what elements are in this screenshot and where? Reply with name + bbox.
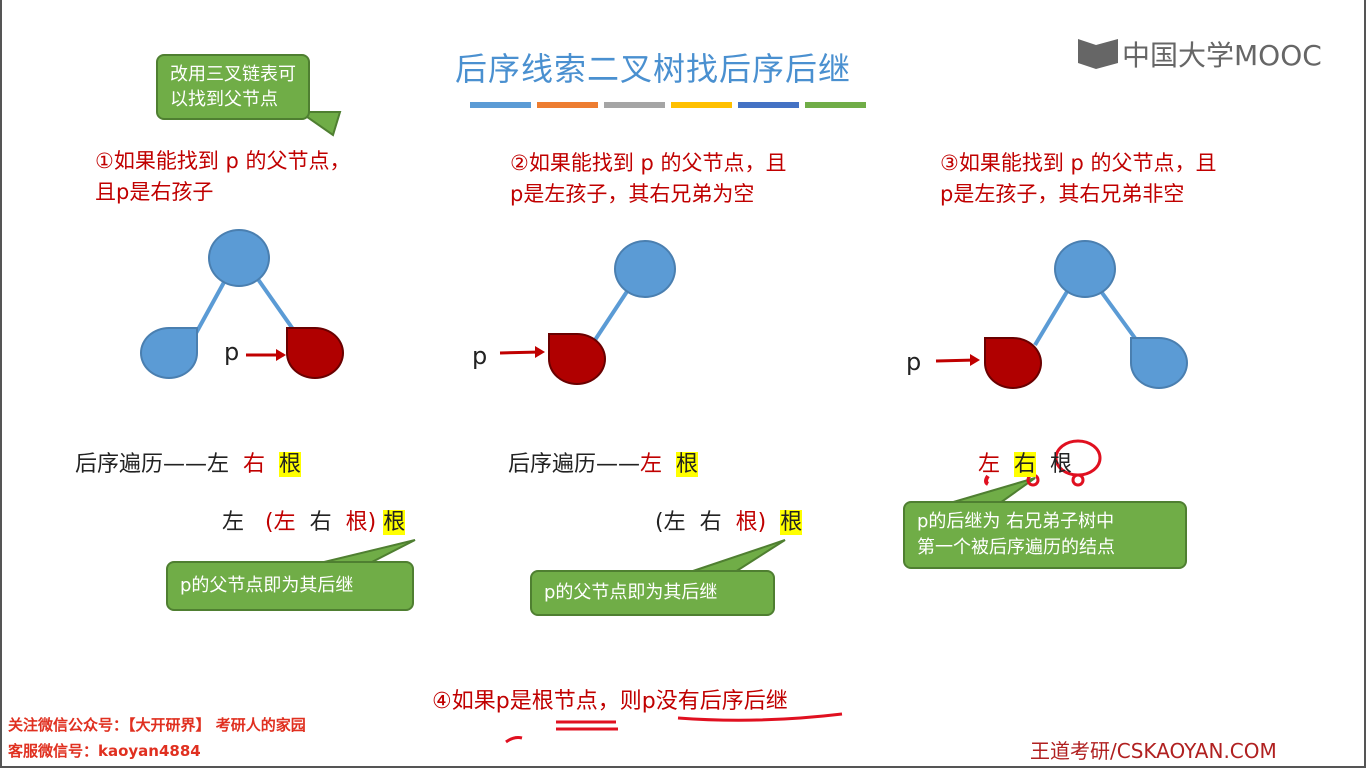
trav-root: 根	[1050, 452, 1073, 477]
exp-root2: 根	[780, 510, 803, 535]
case1-line2: 且p是右孩子	[95, 180, 214, 204]
case2-expansion: (左 右 根) 根	[655, 504, 803, 536]
case2-line2: p是左孩子，其右兄弟为空	[510, 182, 755, 206]
watermark-line2: 客服微信号：kaoyan4884	[8, 742, 201, 760]
case4-statement: ④如果p是根节点，则p没有后序后继	[432, 683, 788, 715]
top-callout: 改用三叉链表可 以找到父节点	[156, 54, 310, 120]
trav-left: 左	[978, 452, 1001, 477]
bar-darkblue	[738, 102, 799, 108]
tree1-p-label: p	[224, 338, 240, 366]
exp-right: 右	[699, 510, 722, 535]
case1-traversal: 后序遍历——左 右 根	[75, 446, 302, 478]
case2-line1: ②如果能找到 p 的父节点，且	[510, 151, 787, 175]
logo-text: 中国大学MOOC	[1122, 39, 1322, 72]
tree3-right-sibling-node	[1130, 337, 1188, 389]
bar-orange	[537, 102, 598, 108]
trav-right: 右	[243, 452, 266, 477]
c4-prefix: ④如果	[432, 689, 496, 714]
case3-callout: p的后继为 右兄弟子树中 第一个被后序遍历的结点	[903, 501, 1187, 569]
site-footer: 王道考研/CSKAOYAN.COM	[1030, 739, 1277, 763]
trav-root: 根	[676, 452, 699, 477]
bar-blue	[470, 102, 531, 108]
tree1-p-node	[286, 327, 344, 379]
c4-p2: p	[641, 689, 656, 714]
exp-left: 左	[222, 510, 245, 535]
case1-expansion: 左 (左 右 根) 根	[222, 504, 406, 536]
title-underline-bars	[470, 102, 866, 108]
top-callout-line2: 以找到父节点	[170, 89, 278, 110]
tree3-p-node	[984, 337, 1042, 389]
exp-root2: 根	[383, 510, 406, 535]
tree3-parent-node	[1054, 240, 1116, 298]
exp-open: (左	[265, 510, 296, 535]
case2-condition: ②如果能找到 p 的父节点，且 p是左孩子，其右兄弟为空	[510, 148, 787, 210]
tree2-p-node	[548, 333, 606, 385]
case2-traversal: 后序遍历——左 根	[508, 446, 699, 478]
case3-condition: ③如果能找到 p 的父节点，且 p是左孩子，其右兄弟非空	[940, 148, 1217, 210]
c4-rest: 没有后序后继	[655, 689, 788, 714]
exp-root: 根)	[345, 510, 377, 535]
trav-left: 左	[640, 452, 663, 477]
exp-root: 根)	[735, 510, 767, 535]
case3-line2: p是左孩子，其右兄弟非空	[940, 182, 1185, 206]
case3-traversal: 左 右 根	[978, 446, 1072, 478]
slide-title: 后序线索二叉树找后序后继	[455, 50, 852, 88]
c4-root: 根节点	[531, 689, 598, 714]
bar-yellow	[671, 102, 732, 108]
tree2-parent-node	[614, 240, 676, 298]
case1-line1: ①如果能找到 p 的父节点，	[95, 149, 351, 173]
c4-is: 是	[509, 689, 532, 714]
trav-root: 根	[279, 452, 302, 477]
case3-callout-line2: 第一个被后序遍历的结点	[917, 537, 1115, 558]
trav-right: 右	[1014, 452, 1037, 477]
bar-green	[805, 102, 866, 108]
tree1-left-node	[140, 327, 198, 379]
case1-callout: p的父节点即为其后继	[166, 561, 414, 611]
bar-gray	[604, 102, 665, 108]
case3-callout-line1: p的后继为 右兄弟子树中	[917, 511, 1115, 532]
case3-line1: ③如果能找到 p 的父节点，且	[940, 151, 1217, 175]
trav-prefix: 后序遍历——左	[75, 452, 230, 477]
exp-right: 右	[309, 510, 332, 535]
tree2-p-label: p	[472, 342, 488, 370]
c4-comma: ，则	[597, 689, 642, 714]
case1-condition: ①如果能找到 p 的父节点， 且p是右孩子	[95, 146, 351, 208]
case2-callout: p的父节点即为其后继	[530, 570, 775, 616]
tree3-p-label: p	[906, 348, 922, 376]
tree1-parent-node	[208, 229, 270, 287]
exp-open: (左	[655, 510, 686, 535]
trav-prefix: 后序遍历——	[508, 452, 641, 477]
top-callout-line1: 改用三叉链表可	[170, 64, 296, 85]
mooc-logo: 中国大学MOOC	[1078, 34, 1322, 74]
watermark-line1: 关注微信公众号：【大开研界】 考研人的家园	[8, 716, 306, 734]
c4-p: p	[495, 689, 510, 714]
watermark: 关注微信公众号：【大开研界】 考研人的家园 客服微信号：kaoyan4884	[8, 712, 306, 764]
